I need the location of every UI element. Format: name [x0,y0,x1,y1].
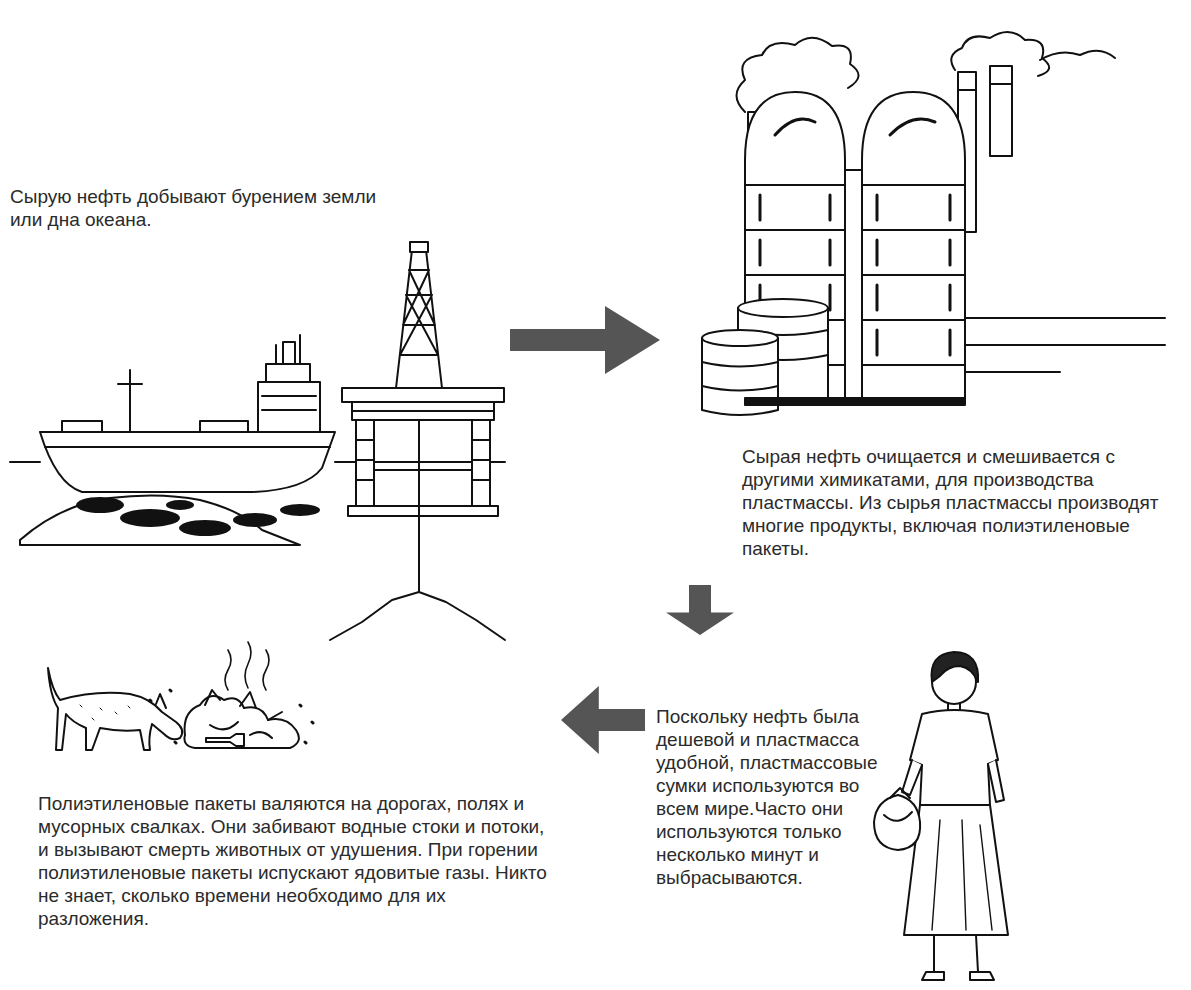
dog-ear [156,694,166,708]
rig-pontoon [348,506,498,516]
dog [48,668,182,750]
oil-blob [76,497,124,513]
ship-bridge [258,382,320,432]
ship-windows [262,396,316,410]
rig-deck-lines [352,410,494,412]
storage-tank-lines [702,362,778,391]
oil-tanker [40,335,335,492]
flow-arrow [561,686,645,754]
oil-blob [166,500,194,510]
oil-slick [76,497,320,536]
stage-caption: Поскольку нефть была дешевой и пластмасс… [656,705,878,889]
storage-tank-top [702,330,778,346]
woman-legs [934,935,978,972]
woman-blouse [910,710,998,805]
woman-arm [902,760,922,795]
storage-tank-top [738,299,828,317]
sea-surface [10,461,505,463]
tower-link [845,170,862,398]
derrick [396,250,442,388]
oil-blob [280,504,320,516]
oil-blob [233,513,277,527]
shopping-bag-handle [884,788,912,821]
steam [225,642,269,690]
tower-dome-pipe [775,119,935,135]
refinery-ground [745,398,965,405]
smoke-cloud [1040,51,1115,60]
seabed-mound [330,592,505,640]
rig-leg [472,420,490,506]
shopping-bag [874,795,920,850]
oil-blob [120,509,180,527]
rig-deck [352,402,494,420]
flow-arrow [666,585,734,635]
drill-pipe [418,420,420,600]
bottle [206,734,244,746]
ship-stripe [45,446,330,448]
flow-arrow [510,306,660,374]
woman [874,652,1008,980]
woman-arm [988,760,1004,802]
oil-blob [179,520,231,536]
deck-hatch [200,421,248,432]
oil-rig [330,242,505,640]
pipeline [965,318,1165,372]
ship-hull [40,432,335,492]
stage-caption: Сырая нефть очищается и смешивается с др… [742,445,1182,560]
stage-panel: Сырая нефть очищается и смешивается с др… [665,40,1188,580]
stage-panel: Поскольку нефть была дешевой и пластмасс… [650,640,1020,985]
stage-caption: Полиэтиленовые пакеты валяются на дорога… [38,792,550,930]
skirt-folds [932,820,992,930]
woman-hair [931,652,978,682]
rig-leg-lines [356,440,490,480]
stage-panel: Полиэтиленовые пакеты валяются на дорога… [30,640,556,985]
sea-floor [20,495,300,545]
dog-body [48,668,182,750]
dog-fur [80,705,130,720]
stack-bands [958,84,1012,90]
deck-hatch [62,421,102,432]
woman-feet [922,972,994,980]
ship-mast [118,335,300,432]
ship-funnel [283,342,295,364]
derrick-top [410,242,428,252]
rig-deck [342,388,504,402]
refinery [702,32,1165,415]
stage-caption: Сырую нефть добывают бурением земли или … [10,185,410,231]
ship-bridge [266,364,310,382]
plastic-bag [205,690,282,738]
rig-leg [356,420,374,506]
stage-panel: Сырую нефть добывают бурением земли или … [8,180,505,640]
smokestack [990,66,1012,156]
